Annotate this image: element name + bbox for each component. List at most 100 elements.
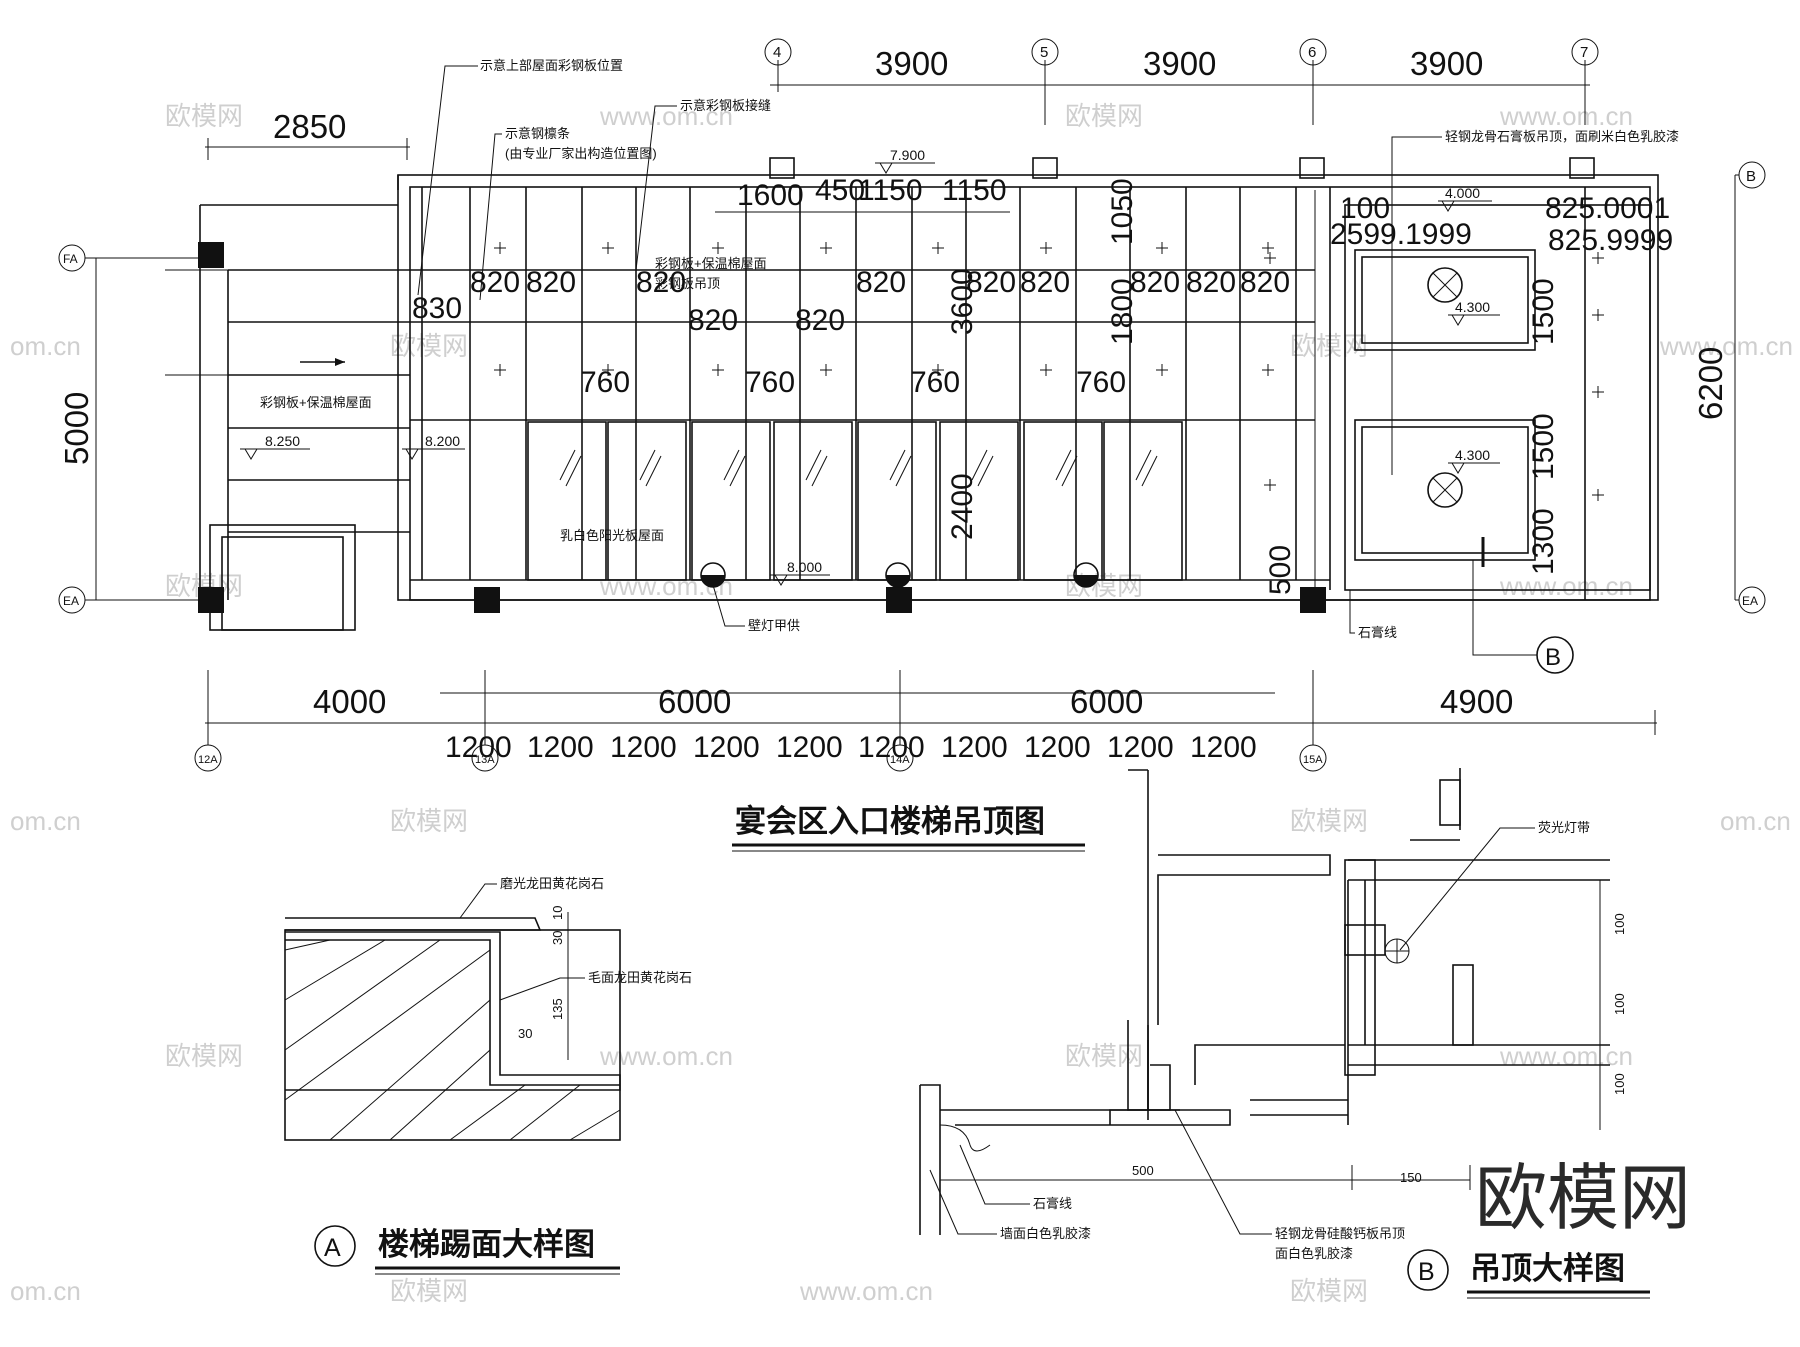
note-gypsum-molding: 石膏线	[1358, 625, 1397, 640]
watermark-brand: 欧模网	[1290, 331, 1368, 361]
level-markers: 7.900 4.000 4.300 4.300 8.250 8.200 8.00…	[240, 147, 1500, 586]
dim-top-2: 3900	[1143, 45, 1216, 82]
dim-760: 760	[1076, 366, 1126, 399]
level-4000: 4.000	[1445, 185, 1480, 201]
detail-a-mark: A	[324, 1234, 341, 1262]
level-7900: 7.900	[890, 147, 925, 163]
detail-b-note-ceiling-board: 轻钢龙骨硅酸钙板吊顶	[1275, 1226, 1405, 1241]
grid-bubble-6: 6	[1308, 44, 1316, 61]
detail-b-note-molding: 石膏线	[1033, 1196, 1072, 1211]
dim-820: 820	[856, 266, 906, 299]
dim-820: 820	[470, 266, 520, 299]
dim-bottom-4900: 4900	[1440, 683, 1513, 720]
main-plan: 3900 3900 3900 2850 4 5 6 7 B EA 6200 FA…	[58, 38, 1766, 852]
detail-a-dim-30: 30	[550, 931, 565, 945]
dim-inner-1150-b: 1150	[942, 174, 1007, 207]
dim-760: 760	[910, 366, 960, 399]
detail-b-dim-100: 100	[1612, 913, 1627, 935]
watermark-brand: 欧模网	[390, 331, 468, 361]
dim-right-6200: 6200	[1692, 347, 1729, 420]
note-steel-roof-position: 示意上部屋面彩钢板位置	[480, 58, 623, 73]
dim-1200: 1200	[1190, 731, 1257, 764]
dim-inner-1600: 1600	[737, 179, 804, 212]
dim-1200: 1200	[858, 731, 925, 764]
detail-b-dim-150: 150	[1400, 1170, 1422, 1185]
grid-bubble-7: 7	[1580, 44, 1588, 61]
watermark-brand: 欧模网	[1290, 806, 1368, 836]
watermark-url: om.cn	[10, 331, 81, 361]
dim-820: 820	[636, 266, 686, 299]
watermark-brand: 欧模网	[165, 101, 243, 131]
dim-760: 760	[580, 366, 630, 399]
detail-a-dim-135: 135	[550, 998, 565, 1020]
note-gypsum-ceiling: 轻钢龙骨石膏板吊顶，面刷米白色乳胶漆	[1445, 129, 1679, 144]
grid-bubble-5: 5	[1040, 44, 1048, 61]
dim-825-9999: 825.9999	[1548, 224, 1673, 257]
watermark-url: om.cn	[10, 806, 81, 836]
watermark-brand: 欧模网	[390, 1276, 468, 1306]
detail-b-dim-100-c: 100	[1612, 1073, 1627, 1095]
watermark-brand: 欧模网	[390, 806, 468, 836]
dim-bottom-4000: 4000	[313, 683, 386, 720]
column	[886, 587, 912, 613]
dim-1200: 1200	[445, 731, 512, 764]
dim-top-1: 3900	[875, 45, 948, 82]
grid-bubble-ea-right: EA	[1742, 594, 1758, 608]
note-skylight: 乳白色阳光板屋面	[560, 528, 664, 543]
level-4300: 4.300	[1455, 299, 1490, 315]
grid-bubble-14a: 14A	[890, 754, 910, 766]
dim-3600: 3600	[946, 268, 979, 335]
annotation-notes: 示意上部屋面彩钢板位置 示意彩钢板接缝 示意钢檩条 (由专业厂家出构造位置图) …	[260, 58, 1679, 640]
detail-b-dim-500: 500	[1132, 1163, 1154, 1178]
dim-top-2850: 2850	[273, 108, 346, 145]
note-steel-ceiling: 彩钢板吊顶	[655, 276, 720, 291]
dim-1500-b: 1500	[1527, 413, 1560, 480]
grid-bubble-4: 4	[773, 44, 781, 61]
grid-bubble-fa: FA	[63, 252, 78, 266]
grid-bubble-13a: 13A	[475, 754, 495, 766]
level-8200: 8.200	[425, 433, 460, 449]
watermark-url: www.om.cn	[799, 1276, 933, 1306]
column	[1300, 587, 1326, 613]
column	[198, 587, 224, 613]
dim-1300: 1300	[1527, 508, 1560, 575]
detail-a-note-rough-granite: 毛面龙田黄花岗石	[588, 970, 692, 985]
watermark-url: www.om.cn	[1659, 331, 1793, 361]
watermarks: 欧模网 欧模网 www.om.cn www.om.cn 欧模网 欧模网 om.c…	[10, 101, 1793, 1306]
dim-820: 820	[526, 266, 576, 299]
dim-820: 820	[1020, 266, 1070, 299]
note-manufacturer: (由专业厂家出构造位置图)	[505, 146, 657, 161]
dim-1200: 1200	[527, 731, 594, 764]
note-steel-purlin: 示意钢檩条	[505, 126, 570, 141]
main-title: 宴会区入口楼梯吊顶图	[735, 804, 1045, 839]
watermark-url: om.cn	[1720, 806, 1791, 836]
watermark-brand: 欧模网	[1290, 1276, 1368, 1306]
dim-500: 500	[1264, 545, 1297, 595]
watermark-brand: 欧模网	[1065, 1041, 1143, 1071]
detail-b-mark: B	[1418, 1258, 1435, 1286]
dim-820: 820	[1186, 266, 1236, 299]
detail-b-note-wall-paint: 墙面白色乳胶漆	[1000, 1226, 1091, 1241]
detail-b-dim-100-b: 100	[1612, 993, 1627, 1015]
dim-left-5000: 5000	[58, 392, 95, 465]
grid-bubble-12a: 12A	[198, 754, 218, 766]
detail-b-note-ceiling-paint: 面白色乳胶漆	[1275, 1246, 1353, 1261]
dim-820: 820	[1130, 266, 1180, 299]
detail-a-dim-10: 10	[550, 906, 565, 920]
ceiling-panel-grid	[410, 187, 1331, 590]
column	[198, 242, 224, 268]
downlight-markers	[494, 242, 1604, 501]
dim-825-0001: 825.0001	[1545, 192, 1670, 225]
dim-820: 820	[966, 266, 1016, 299]
dim-1200: 1200	[941, 731, 1008, 764]
dim-820: 820	[1240, 266, 1290, 299]
dim-1200: 1200	[776, 731, 843, 764]
dim-820: 820	[795, 304, 845, 337]
section-callout-b: B	[1545, 644, 1561, 671]
dim-100: 100	[1340, 192, 1390, 225]
dim-1200: 1200	[1024, 731, 1091, 764]
watermark-url: om.cn	[10, 1276, 81, 1306]
dim-inner-1050: 1050	[1106, 178, 1139, 245]
detail-a-note-polished-granite: 磨光龙田黄花岗石	[500, 876, 604, 891]
dim-1200: 1200	[1107, 731, 1174, 764]
